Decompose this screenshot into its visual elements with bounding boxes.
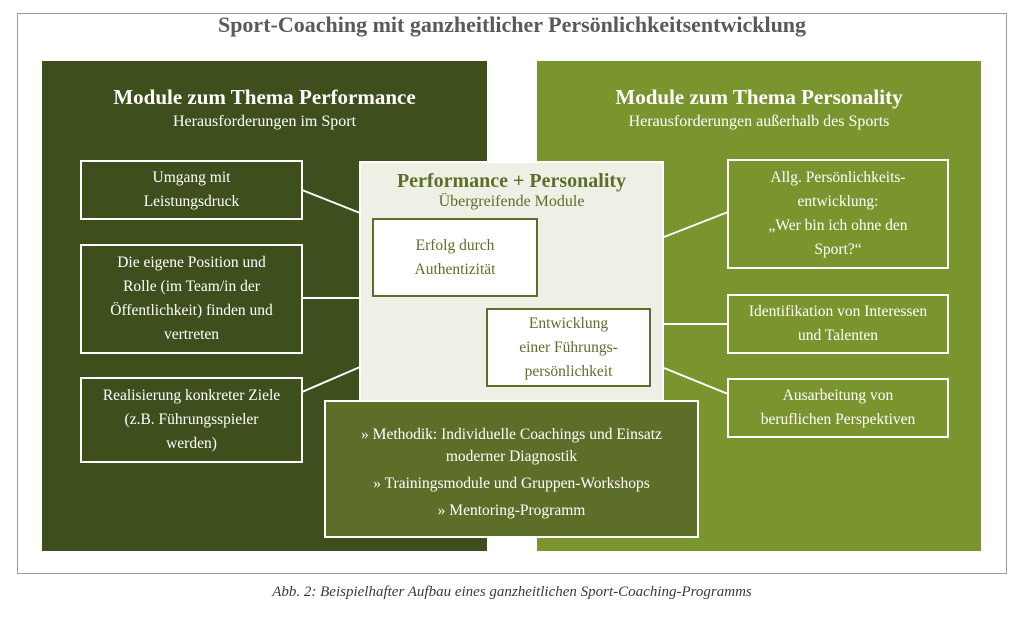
box-line: Entwicklung xyxy=(528,314,609,332)
methods-item: » Mentoring-Programm xyxy=(437,502,586,519)
box-line: Authentizität xyxy=(414,260,496,278)
performance-subheading: Herausforderungen im Sport xyxy=(172,113,357,130)
connector-line xyxy=(663,367,729,395)
figure-caption: Abb. 2: Beispielhafter Aufbau eines ganz… xyxy=(272,584,752,600)
methods-item: » Trainingsmodule und Gruppen-Workshops xyxy=(373,475,650,492)
diagram-title: Sport-Coaching mit ganzheitlicher Persön… xyxy=(217,12,807,37)
box-line: Erfolg durch xyxy=(415,236,495,254)
connector-line xyxy=(301,366,361,393)
personality-module-box: Allg. Persönlichkeits- entwicklung: „Wer… xyxy=(727,159,949,269)
cross-module-subheading: Übergreifende Module xyxy=(438,193,585,210)
box-line: (z.B. Führungsspieler xyxy=(124,411,259,428)
box-line: Allg. Persönlichkeits- xyxy=(770,169,906,186)
box-line: werden) xyxy=(166,435,217,452)
methods-item: moderner Diagnostik xyxy=(445,448,578,465)
connector-line xyxy=(663,211,729,238)
methods-item: » Methodik: Individuelle Coachings und E… xyxy=(361,426,662,443)
cross-module-heading: Performance + Personality xyxy=(396,170,627,192)
box-line: beruflichen Perspektiven xyxy=(760,411,916,428)
personality-module-box: Identifikation von Interessen und Talent… xyxy=(727,294,949,354)
connector-line xyxy=(301,189,361,214)
box-line: Sport?“ xyxy=(814,241,862,258)
performance-heading: Module zum Thema Performance xyxy=(113,85,416,109)
box-line: Rolle (im Team/in der xyxy=(123,278,260,295)
box-line: vertreten xyxy=(163,326,220,343)
performance-module-box: Die eigene Position und Rolle (im Team/i… xyxy=(80,244,303,354)
personality-heading: Module zum Thema Personality xyxy=(615,85,903,109)
cross-module-box: Erfolg durch Authentizität xyxy=(372,218,538,297)
box-line: Leistungsdruck xyxy=(143,193,240,210)
performance-module-box: Umgang mit Leistungsdruck xyxy=(80,160,303,220)
box-line: persönlichkeit xyxy=(524,362,613,380)
box-line: Umgang mit xyxy=(152,169,231,186)
methods-box: » Methodik: Individuelle Coachings und E… xyxy=(324,400,699,538)
performance-module-box: Realisierung konkreter Ziele (z.B. Führu… xyxy=(80,377,303,463)
box-line: „Wer bin ich ohne den xyxy=(768,217,908,234)
box-line: Die eigene Position und xyxy=(117,254,266,271)
box-line: Ausarbeitung von xyxy=(782,387,894,404)
box-line: entwicklung: xyxy=(797,193,879,210)
box-line: Identifikation von Interessen xyxy=(748,303,928,320)
box-line: und Talenten xyxy=(798,327,878,344)
cross-module-box: Entwicklung einer Führungs- persönlichke… xyxy=(486,308,651,387)
box-line: Realisierung konkreter Ziele xyxy=(102,387,281,404)
personality-module-box: Ausarbeitung von beruflichen Perspektive… xyxy=(727,378,949,438)
personality-subheading: Herausforderungen außerhalb des Sports xyxy=(628,113,890,130)
box-line: Öffentlichkeit) finden und xyxy=(110,302,273,319)
box-line: einer Führungs- xyxy=(519,338,618,356)
